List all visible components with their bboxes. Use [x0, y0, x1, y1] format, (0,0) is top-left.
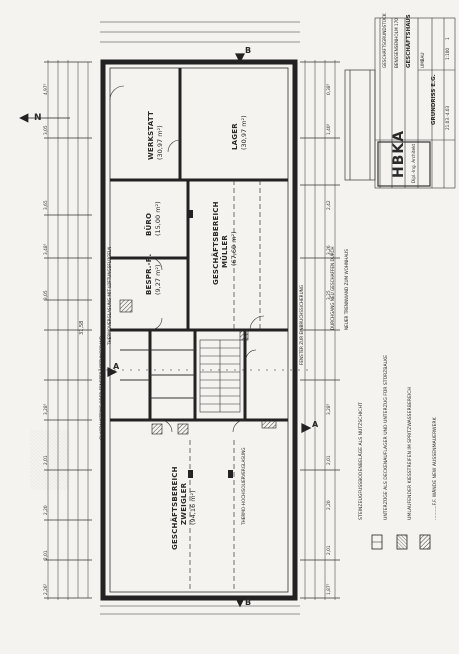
room-buero-label: BÜRO	[145, 212, 153, 236]
note-glass-blocks: GLASBAUSTEINE ODER FENSTER LÜFTUNGSRAND	[99, 335, 104, 440]
tb-bauherr: GESCHÄFTSGRUNDSTÜCK	[382, 13, 387, 68]
note-trennwand: NEUER TRENNWAND ZUM WOHNHAUS	[344, 249, 349, 330]
dim-left-3: 2,01	[44, 455, 49, 465]
dim-right-4: 3,28⁵	[327, 403, 332, 415]
room-zweigler-sub: ZWEIGLER	[180, 482, 188, 525]
legend-swatches	[371, 534, 431, 550]
tb-plan: GRUNDRISS E.G.	[431, 74, 437, 125]
room-bespr-area: (9,27 m²)	[154, 264, 162, 295]
partition-lines	[120, 349, 195, 399]
legend-0: STEINZEUGFUSSBODENBELÄGE ALS NUTZSCHICHT	[359, 402, 364, 520]
note-thermo-window: THERMOVERGLASUNG MIT LÜFTUNGSFLÜGELN	[107, 246, 112, 345]
hatched-columns	[119, 210, 277, 478]
section-marks	[98, 53, 312, 608]
dim-left-6: 3,48⁵	[44, 243, 49, 255]
tb-firm-sub: Dipl.-Ing. Architekt	[411, 143, 416, 183]
dimension-chains-right	[300, 60, 340, 600]
dimension-chains-left	[44, 60, 92, 600]
dim-right-7: 2,42	[327, 200, 332, 210]
dim-right-0: 1,87⁵	[327, 583, 332, 595]
room-mueller-sub: MÜLLER	[221, 235, 229, 268]
dimension-bottom	[100, 605, 300, 615]
beam-lines	[189, 180, 261, 592]
dim-left-1: 2,01	[44, 550, 49, 560]
dim-left-9: 4,97⁵	[44, 83, 49, 95]
tb-date: 21.03.-4.03	[445, 105, 450, 130]
dim-right-2: 2,20	[327, 500, 332, 510]
dim-right-9: 0,38⁵	[327, 83, 332, 95]
dim-left-2: 2,20	[44, 505, 49, 515]
room-werkstatt-label: WERKSTATT	[147, 111, 155, 160]
dim-left-7: 3,65	[44, 200, 49, 210]
section-mark-b-top: B	[245, 46, 252, 55]
tb-projekt: GESCHÄFTSHAUS	[406, 14, 412, 68]
dim-right-3: 2,01	[327, 455, 332, 465]
tb-scale: 1:100	[445, 47, 450, 60]
staircase	[199, 339, 241, 413]
tb-projekt2: UMBAU	[420, 52, 425, 68]
dim-right-6: 3,26	[327, 245, 332, 255]
title-block	[374, 17, 456, 189]
legend-2: UMLAUFENDER KIESSTREIFEN IM SPRITZWASSER…	[408, 387, 413, 520]
dim-right-8: 1,40⁵	[327, 123, 332, 135]
legend-3: ..........F.F. WÄNDE NEW AUSSENMAUERWERK	[433, 417, 438, 520]
tb-ort: BENSSENSENHOLM 170	[394, 18, 399, 68]
legend-1: UNTERZÜGE ALS DECKENAUFLAGER UND UNTERZU…	[384, 354, 389, 520]
room-zweigler-area: (94,16 m²)	[189, 490, 197, 525]
overall-dimension: 31,58	[79, 320, 85, 335]
north-label: N	[34, 113, 42, 123]
room-bespr-label: BESPR.-R.	[145, 253, 153, 295]
section-mark-a-left: A	[113, 362, 120, 371]
door-swings	[109, 85, 265, 433]
room-mueller-area: (67,60 m²)	[230, 231, 238, 266]
room-lager-area: (30,97 m²)	[240, 115, 248, 150]
dim-left-5: 3,05	[44, 290, 49, 300]
interior-walls	[110, 68, 288, 422]
section-mark-b-bottom: B	[245, 598, 252, 607]
section-mark-a-right: A	[312, 420, 319, 429]
annex-outline	[344, 69, 376, 181]
room-mueller-label: GESCHÄFTSBEREICH	[212, 201, 220, 285]
note-thermo-long: THERMO-HOCHISOLIERVERGLASUNG	[241, 447, 246, 525]
tb-plan-no: 1	[445, 37, 450, 40]
dim-left-4: 3,28⁵	[44, 403, 49, 415]
note-durchgang: DURCHGANG NEU GESCHAFFEN DURCH	[330, 246, 335, 330]
room-werkstatt-area: (30,97 m²)	[156, 125, 164, 160]
dimension-top	[100, 21, 300, 43]
dim-left-8: 3,05	[44, 125, 49, 135]
north-arrow	[19, 113, 70, 123]
dim-right-1: 2,01	[327, 545, 332, 555]
note-fenster: FENSTER ZUR EINBRUCHSSICHERUNG	[299, 284, 304, 365]
dim-left-0: 2,26⁵	[44, 583, 49, 595]
dim-right-5: 3,25	[327, 290, 332, 300]
tb-firm-logo: HBKA	[391, 129, 407, 178]
room-buero-area: (15,00 m²)	[154, 201, 162, 236]
room-lager-label: LAGER	[231, 123, 239, 150]
room-zweigler-label: GESCHÄFTSBEREICH	[171, 466, 179, 550]
